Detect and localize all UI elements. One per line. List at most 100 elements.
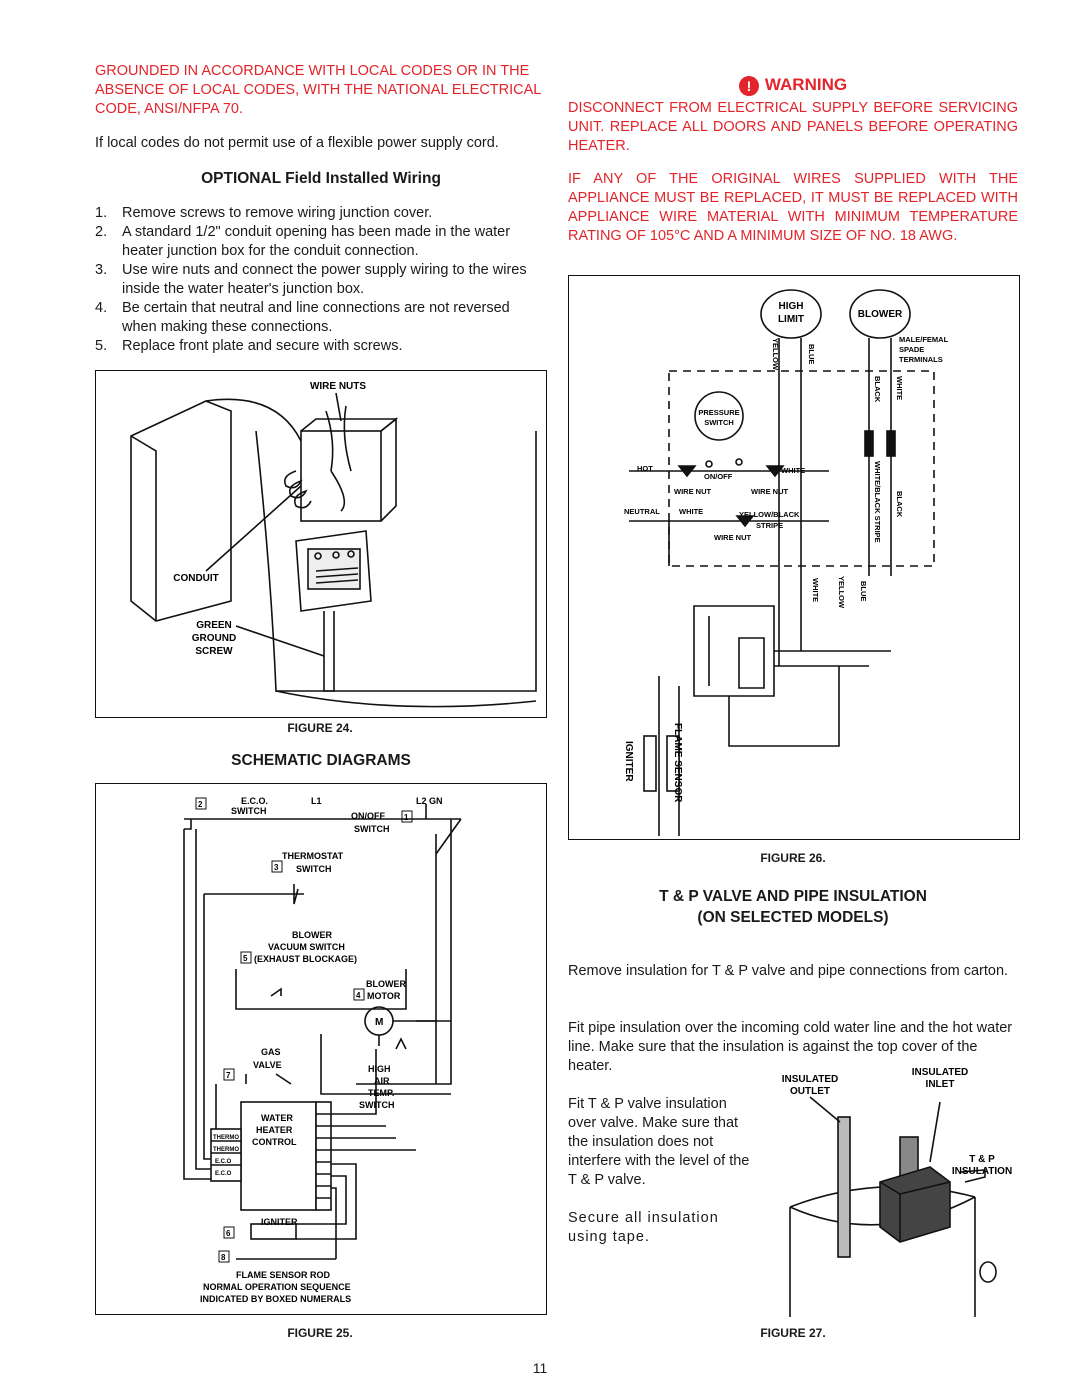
heater-label: HEATER [256,1125,293,1135]
thermostat-switch-label: SWITCH [296,864,332,874]
warning-replace-wires: IF ANY OF THE ORIGINAL WIRES SUPPLIED WI… [568,171,1018,244]
high-air-switch-label: SWITCH [359,1100,395,1110]
water-label: WATER [261,1113,293,1123]
seq-6: 6 [226,1229,231,1238]
seq-1: 1 [404,813,409,822]
blower-label: BLOWER [858,309,903,320]
neutral-label: NEUTRAL [624,507,660,516]
valve-label: VALVE [253,1060,282,1070]
wire-nut-label-1: WIRE NUT [674,487,711,496]
figure-25-caption: FIGURE 25. [287,1326,353,1340]
page-number: 11 [532,1360,548,1376]
ground-label: GROUND [192,633,236,644]
seq-5: 5 [243,954,248,963]
seq-4: 4 [356,991,361,1000]
yellow-lower-label: YELLOW [837,576,846,609]
figure-24-caption: FIGURE 24. [287,721,353,735]
list-item: 3.Use wire nuts and connect the power su… [95,262,527,297]
warning-disconnect: DISCONNECT FROM ELECTRICAL SUPPLY BEFORE… [568,100,1018,154]
list-item: 4.Be certain that neutral and line conne… [95,300,510,335]
tp-label: T & P [969,1154,995,1165]
igniter-label: IGNITER [623,741,634,782]
seq-3: 3 [274,863,279,872]
wire-nut-label-2: WIRE NUT [751,487,788,496]
flame-sensor-label: FLAME SENSOR [672,723,683,803]
white-label: WHITE [781,466,805,475]
control-label: CONTROL [252,1137,297,1147]
figure-25-schematic: E.C.O. SWITCH L1 L2 GN ON/OFF SWITCH THE… [95,783,547,1315]
black-label: BLACK [873,376,882,403]
schematic-diagrams-heading: SCHEMATIC DIAGRAMS [231,752,411,769]
onoff-label: ON/OFF [351,811,385,821]
flame-rod-label: FLAME SENSOR ROD [236,1270,331,1280]
insulation-label: INSULATION [952,1166,1012,1177]
black-lower-label: BLACK [895,491,904,518]
figure-26-wiring-diagram: HIGH LIMIT BLOWER MALE/FEMAL SPADE TERMI… [568,275,1020,840]
tp-paragraph-3: Fit T & P valve insulation over valve. M… [568,1096,750,1188]
tp-paragraph-4: Secure all insulation using tape. [568,1210,719,1245]
wiring-steps-list: 1.Remove screws to remove wiring junctio… [95,204,547,356]
motor-blower-label: BLOWER [366,979,406,989]
blower-label: BLOWER [292,930,332,940]
high-label: HIGH [779,301,804,312]
exhaust-label: (EXHAUST BLOCKAGE) [254,954,357,964]
motor-label: MOTOR [367,991,401,1001]
insulated-outlet-label-1: INSULATED [782,1074,838,1085]
onoff-switch-label: SWITCH [354,824,390,834]
tp-paragraph-1: Remove insulation for T & P valve and pi… [568,963,1009,979]
thermostat-label: THERMOSTAT [282,851,344,861]
tp-valve-heading: T & P VALVE AND PIPE INSULATION (ON SELE… [568,886,1018,928]
yellow-label: YELLOW [771,338,780,371]
seq-7: 7 [226,1071,231,1080]
vacuum-switch-label: VACUUM SWITCH [268,942,345,952]
pressure-switch-label: SWITCH [704,418,734,427]
eco-switch-label: SWITCH [231,806,267,816]
tp-heading-line-2: (ON SELECTED MODELS) [697,909,889,926]
temp-label: TEMP. [368,1088,394,1098]
pressure-label: PRESSURE [698,408,739,417]
spade-label: SPADE [899,345,924,354]
figure-24-junction-box: WIRE NUTS CONDUIT GREEN GROUND SCREW [95,370,547,718]
list-item: 2.A standard 1/2" conduit opening has be… [95,224,511,259]
yellow-black-label: YELLOW/BLACK [739,510,800,519]
air-label: AIR [374,1076,390,1086]
neutral-white-label: WHITE [679,507,703,516]
white-lower-label: WHITE [811,578,820,602]
figure-27-caption: FIGURE 27. [760,1326,826,1340]
wire-nut-label-3: WIRE NUT [714,533,751,542]
inlet-label: INLET [926,1079,955,1090]
tp-heading-line-1: T & P VALVE AND PIPE INSULATION [659,888,927,905]
insulated-inlet-label: INSULATED [912,1067,968,1078]
warning-icon: ! [738,75,759,96]
high-label: HIGH [368,1064,391,1074]
figure-27-insulation: INSULATED OUTLET INSULATED INLET T & P I… [760,1062,1020,1317]
hot-label: HOT [637,464,653,473]
thermo-label-1: THERMO [213,1135,239,1141]
tp-paragraph-2: Fit pipe insulation over the incoming co… [568,1020,1013,1074]
white-vertical-label: WHITE [895,376,904,400]
male-femal-label: MALE/FEMAL [899,335,949,344]
wire-nuts-label: WIRE NUTS [310,381,366,392]
list-item: 1.Remove screws to remove wiring junctio… [95,205,433,221]
outlet-label: OUTLET [790,1086,830,1097]
thermo-label-2: THERMO [213,1147,239,1153]
eco-small-2: E.C.O [215,1171,232,1177]
ground-warning: GROUNDED IN ACCORDANCE WITH LOCAL CODES … [95,63,541,117]
onoff-label: ON/OFF [704,472,733,481]
eco-small-1: E.C.O [215,1159,232,1165]
boxed-numerals-label: INDICATED BY BOXED NUMERALS [200,1294,351,1304]
conduit-label: CONDUIT [173,573,219,584]
optional-wiring-heading: OPTIONAL Field Installed Wiring [201,170,441,187]
igniter-label: IGNITER [261,1217,298,1227]
l2-label: L2 GN [416,796,443,806]
normal-seq-label: NORMAL OPERATION SEQUENCE [203,1282,351,1292]
screw-label: SCREW [195,646,233,657]
intro-text: If local codes do not permit use of a fl… [95,135,499,151]
warning-heading: !WARNING [568,75,1018,96]
limit-label: LIMIT [778,314,804,325]
l1-label: L1 [311,796,322,806]
motor-m-label: M [375,1017,383,1028]
stripe-label: STRIPE [756,521,783,530]
eco-label: E.C.O. [241,796,268,806]
gas-label: GAS [261,1047,281,1057]
